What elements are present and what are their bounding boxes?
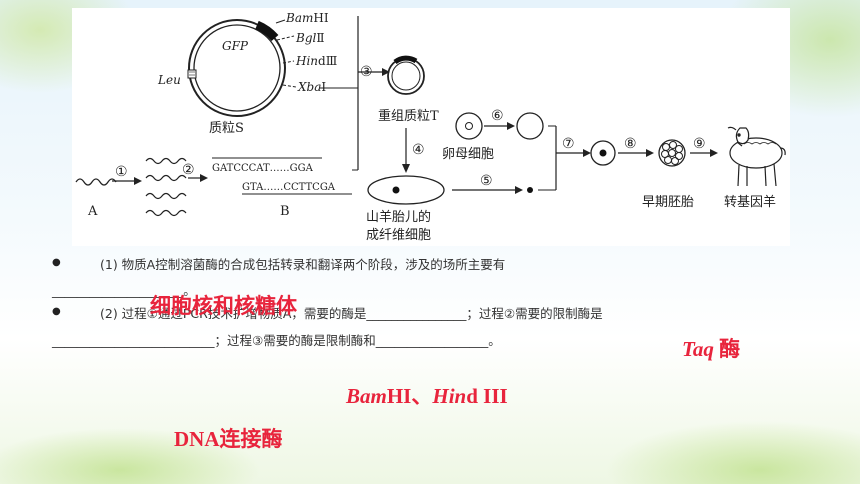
recombinant-plasmid-label: 重组质粒T <box>378 108 439 124</box>
fibroblast-label-1: 山羊胎儿的 <box>366 209 431 225</box>
enzyme-bamhi: BamHⅠ <box>285 11 329 25</box>
enzyme-xbai: XbaⅠ <box>297 80 326 94</box>
step-9-label: ⑨ <box>693 136 706 152</box>
oocyte-cells <box>455 112 544 140</box>
nucleus-dot <box>527 187 533 193</box>
question-1-blank: _____________________。 <box>52 283 196 298</box>
label-b: B <box>280 204 290 219</box>
step-2-label: ② <box>182 162 195 178</box>
transgenic-goat-label: 转基因羊 <box>724 194 776 210</box>
leu-label: Leu <box>157 73 181 87</box>
connector-lines <box>320 16 390 171</box>
bullet-2: ● <box>52 306 61 317</box>
question-2-line-2: __________________________；过程③需要的酶是限制酶和_… <box>52 333 501 348</box>
step-3-label: ③ <box>360 64 373 80</box>
bullet-1: ● <box>52 257 61 268</box>
answer-2: Taq 酶 <box>682 337 741 361</box>
plasmid-s-label: 质粒S <box>209 121 244 136</box>
fibroblast-label-2: 成纤维细胞 <box>366 228 431 243</box>
plasmid-s <box>187 19 286 117</box>
experiment-diagram: GFP Leu 质粒S BamHⅠ BglⅡ HindⅢ XbaⅠ ③ 重组质粒… <box>72 8 790 246</box>
oocyte-label: 卵母细胞 <box>442 147 494 162</box>
gfp-label: GFP <box>222 39 249 53</box>
answer-3: BamHI、Hind III <box>346 384 508 408</box>
question-2: (2) 过程①通过PCR技术扩增物质A，需要的酶是_______________… <box>100 306 603 321</box>
enzyme-hindiii: HindⅢ <box>295 54 337 68</box>
fibroblast-cell <box>367 175 445 205</box>
answer-4: DNA连接酶 <box>174 427 283 451</box>
step-6-label: ⑥ <box>491 108 504 124</box>
step-5-label: ⑤ <box>480 173 493 189</box>
enzyme-sites <box>275 19 297 88</box>
step-1-label: ① <box>115 164 128 180</box>
pcr-copies <box>145 157 187 217</box>
enzyme-bglii: BglⅡ <box>295 31 325 45</box>
answer-1: 细胞核和核糖体 <box>150 294 297 318</box>
step-7-label: ⑦ <box>562 136 575 152</box>
fused-cell <box>590 140 616 166</box>
sequence-bottom: GTA……CCTTCGA <box>242 182 336 193</box>
recombinant-plasmid-t <box>387 55 425 95</box>
step-8-label: ⑧ <box>624 136 637 152</box>
mrna-strand <box>75 178 117 186</box>
early-embryo-label: 早期胚胎 <box>642 195 694 210</box>
sequence-top: GATCCCAT……GGA <box>212 163 314 174</box>
question-1: (1) 物质A控制溶菌酶的合成包括转录和翻译两个阶段，涉及的场所主要有 <box>100 257 506 272</box>
goat-icon <box>727 126 786 187</box>
early-embryo <box>658 139 686 167</box>
label-a: A <box>87 204 98 219</box>
step-4-label: ④ <box>412 142 425 158</box>
